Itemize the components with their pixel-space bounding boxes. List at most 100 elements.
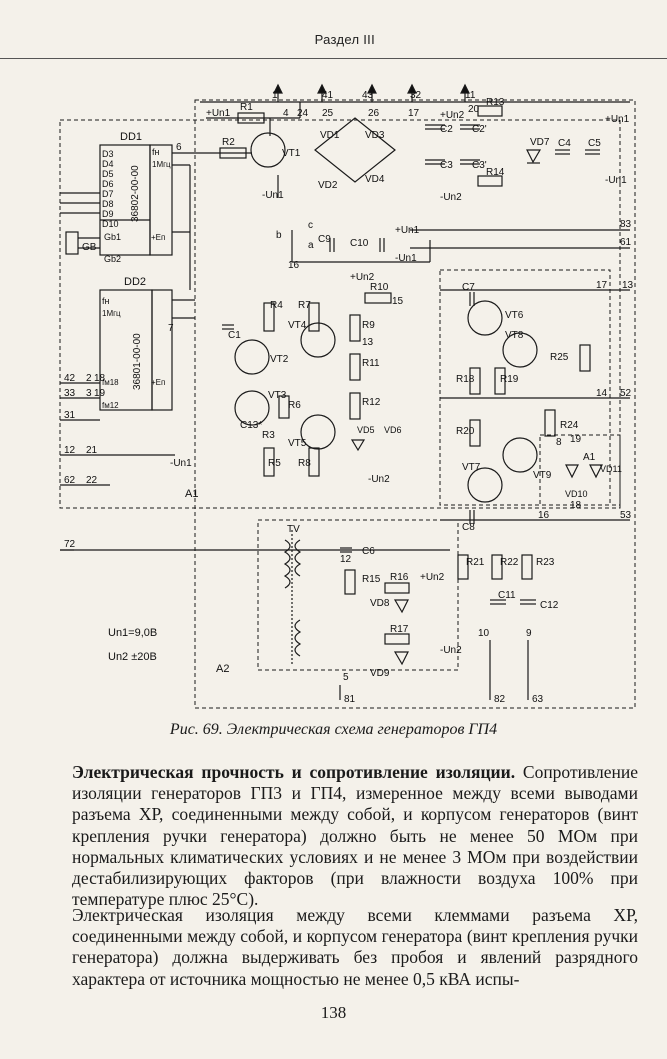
label-r22: R22 (500, 557, 519, 568)
label-xp-53: 53 (620, 510, 632, 521)
label-fn2: fн (102, 296, 110, 306)
label-c4: C4 (558, 138, 571, 149)
label-xp-42: 42 (64, 373, 76, 384)
label-c13: C13* (240, 420, 262, 431)
label-node-26: 26 (368, 108, 380, 119)
label-xp-21: 21 (86, 445, 98, 456)
label-r9: R9 (362, 320, 375, 331)
label-c2: C2 (440, 124, 453, 135)
label-vd9: VD9 (370, 668, 390, 679)
label-vt7: VT7 (462, 462, 481, 473)
label-c8: C8 (462, 522, 475, 533)
resistors (219, 105, 591, 645)
label-xp-63: 63 (532, 694, 544, 705)
label-c12: C12 (540, 600, 559, 611)
label-gb: GB (82, 242, 97, 253)
label-node-25: 25 (322, 108, 334, 119)
top-rail (200, 83, 630, 103)
label-d5: D5 (102, 169, 114, 179)
label-node-24: 24 (297, 108, 309, 119)
label-r17: R17 (390, 624, 409, 635)
label-vd3: VD3 (365, 130, 385, 141)
label-gb2: Gb2 (104, 254, 121, 264)
label-fm12: fм12 (102, 401, 119, 410)
label-xp-41: 41 (322, 90, 334, 101)
label-xp-17: 17 (596, 280, 608, 291)
label-un1-minus-right: -Un1 (605, 175, 627, 186)
label-d6: D6 (102, 179, 114, 189)
label-xp-13: 13 (622, 280, 634, 291)
label-xp-72: 72 (64, 539, 76, 550)
label-r2: R2 (222, 137, 235, 148)
label-node-17: 17 (408, 108, 420, 119)
figure-caption: Рис. 69. Электрическая схема генераторов… (169, 721, 498, 738)
label-chip2: 36801-00-00 (132, 333, 143, 390)
label-un1-minus-c10: -Un1 (395, 253, 417, 264)
diagram-labels: DD1 DD2 36802-00-00 36801-00-00 D3 D4 D5… (64, 90, 634, 705)
label-fn2-1mhz: 1Мгц (102, 309, 121, 318)
label-node-18: 18 (570, 500, 582, 511)
label-dd2: DD2 (124, 276, 146, 288)
label-un2-minus-a2: -Un2 (440, 645, 462, 656)
label-d8: D8 (102, 199, 114, 209)
wiring-main (60, 102, 450, 551)
paragraph-text: Сопротивление изоляции генераторов ГП3 и… (72, 762, 638, 910)
label-fm18: fм18 (102, 378, 119, 387)
label-vt5: VT5 (288, 438, 307, 449)
label-fn: fн (152, 147, 160, 157)
label-vt3: VT3 (268, 390, 287, 401)
label-node-19: 19 (570, 434, 582, 445)
label-vt2: VT2 (270, 354, 289, 365)
paragraph-electrical-strength: Электрическая изоляция между всеми клемм… (72, 905, 638, 989)
paragraph-insulation: Электрическая прочность и сопротивление … (72, 762, 638, 910)
label-a1: A1 (185, 488, 198, 500)
label-xp-3: 3 (86, 388, 92, 399)
label-vd4: VD4 (365, 174, 385, 185)
label-xp-52: 52 (620, 388, 632, 399)
label-r24: R24 (560, 420, 579, 431)
label-c6: C6 (362, 546, 375, 557)
label-un1-minus-left: -Un1 (170, 458, 192, 469)
label-r23: R23 (536, 557, 555, 568)
dd1-chip (60, 144, 173, 256)
label-vd11: VD11 (600, 464, 622, 474)
label-xp-11: 11 (465, 90, 476, 101)
label-vd6: VD6 (384, 425, 402, 435)
label-r25: R25 (550, 352, 569, 363)
circuit-diagram: DD1 DD2 36802-00-00 36801-00-00 D3 D4 D5… (59, 83, 636, 709)
label-vt6: VT6 (505, 310, 524, 321)
label-vd10: VD10 (565, 489, 588, 499)
label-r6: R6 (288, 400, 301, 411)
label-c9: C9 (318, 234, 331, 245)
label-xp-32: 32 (410, 90, 422, 101)
label-switch-b: b (276, 230, 282, 241)
label-d4: D4 (102, 159, 114, 169)
label-r18: R18 (456, 374, 475, 385)
label-vd8: VD8 (370, 598, 390, 609)
label-c11: C11 (498, 590, 516, 601)
label-r8: R8 (298, 458, 311, 469)
label-r19: R19 (500, 374, 519, 385)
label-vd7: VD7 (530, 137, 550, 148)
label-node-4: 4 (283, 108, 289, 119)
label-xp-18: 18 (94, 373, 106, 384)
label-r1: R1 (240, 102, 253, 113)
label-xp-61: 61 (620, 237, 632, 248)
label-un2-plus-a2: +Un2 (420, 572, 445, 583)
label-r16: R16 (390, 572, 409, 583)
label-node-20: 20 (468, 104, 480, 115)
label-r5: R5 (268, 458, 281, 469)
module-borders (59, 99, 636, 709)
label-xp-22: 22 (86, 475, 98, 486)
label-node-7: 7 (168, 323, 174, 334)
transistors (234, 132, 538, 503)
label-r15: R15 (362, 574, 381, 585)
label-c10: C10 (350, 238, 369, 249)
label-xp-83: 83 (620, 219, 632, 230)
dd2-chip (60, 289, 175, 486)
label-r13: R13 (486, 97, 505, 108)
label-un2-plus-mid: +Un2 (350, 272, 375, 283)
label-switch-c: c (308, 220, 313, 231)
label-vd1: VD1 (320, 130, 340, 141)
label-d10: D10 (102, 219, 119, 229)
